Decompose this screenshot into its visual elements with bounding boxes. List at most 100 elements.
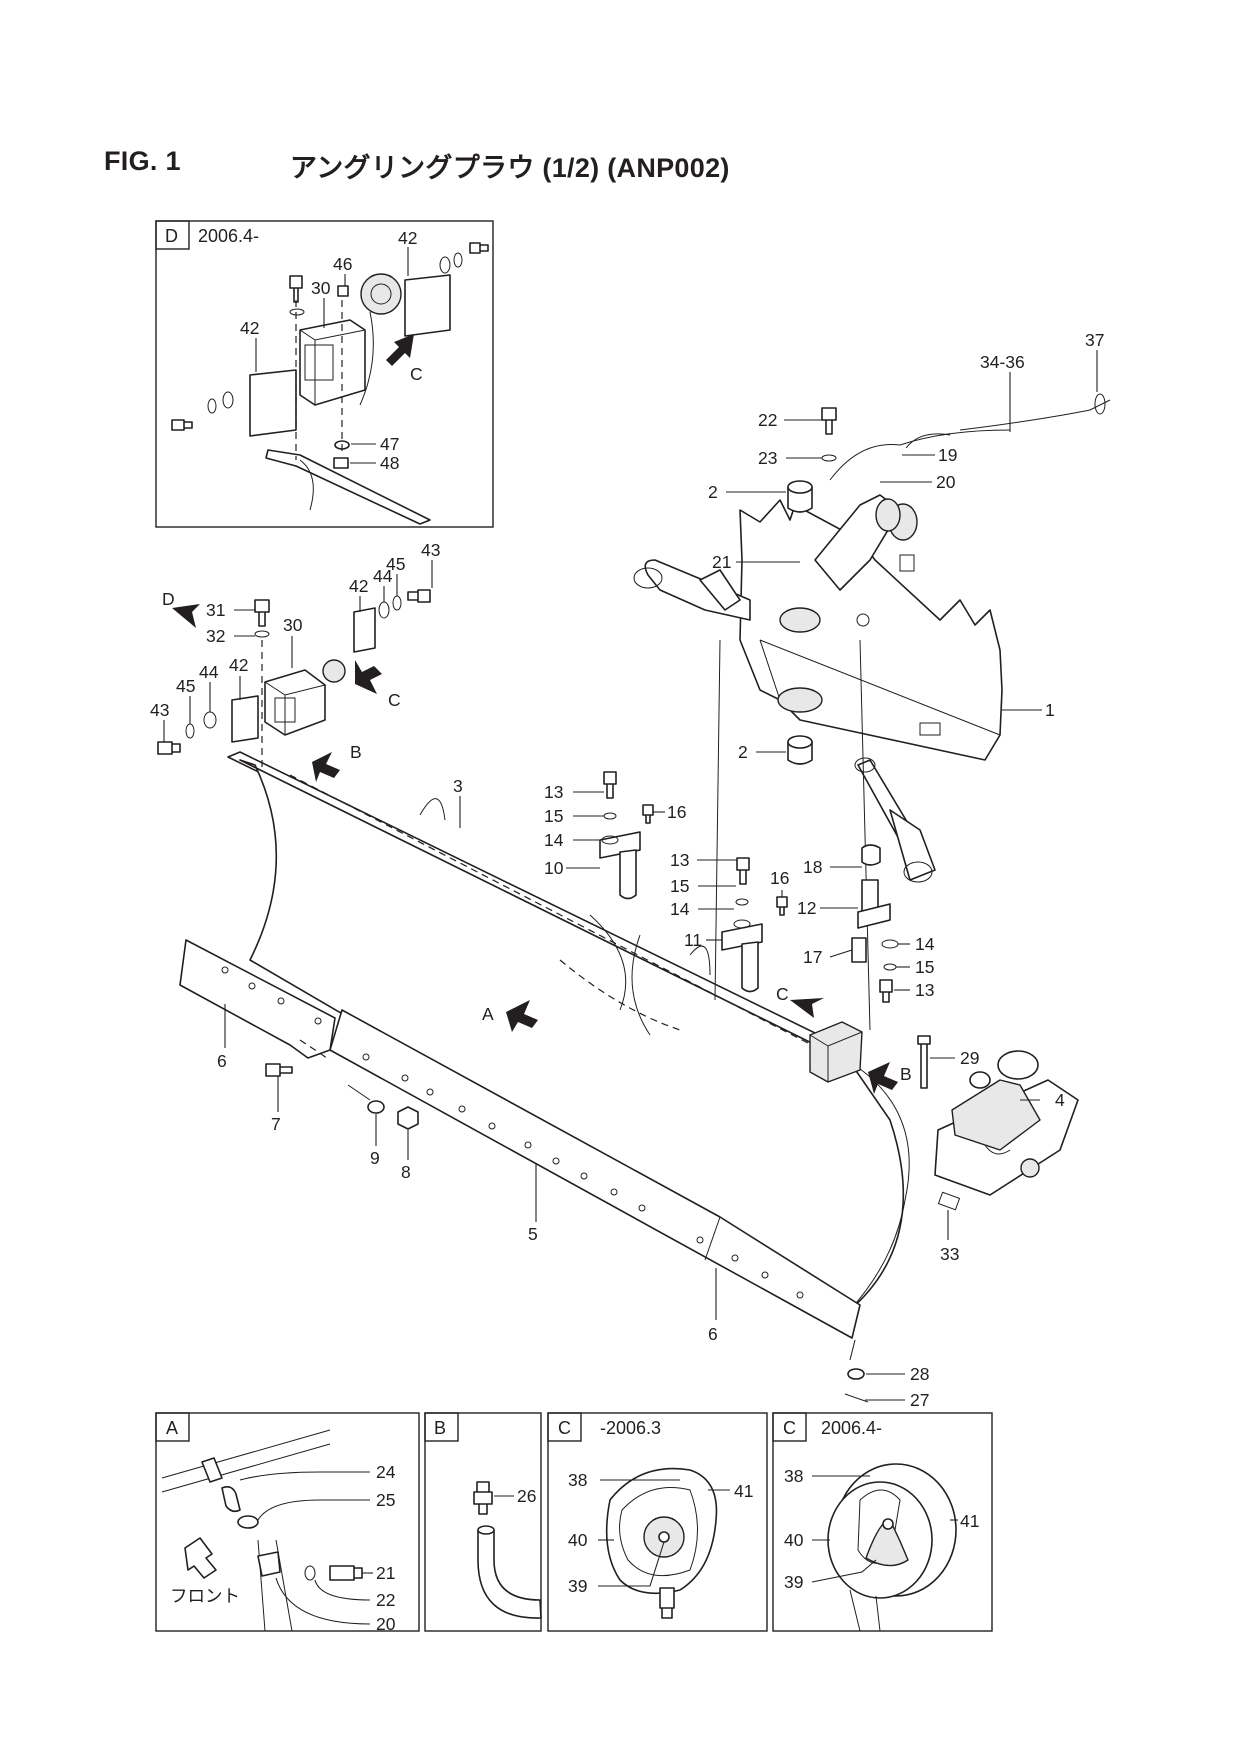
callout-label: 44: [373, 566, 393, 586]
detail-tag: B: [434, 1418, 446, 1438]
view-arrow-label: C: [410, 364, 423, 384]
bushing: [861, 844, 881, 866]
callout-label: 33: [940, 1244, 959, 1264]
work-lamp: [360, 273, 402, 315]
bolt: [254, 599, 270, 627]
callout-label: 12: [797, 898, 816, 918]
detail-box-a: A フロント 24 25 21 22 20: [155, 1412, 420, 1634]
mounting-bracket: [934, 1050, 1079, 1211]
pin: [741, 941, 759, 993]
detail-date: 2006.4-: [198, 226, 259, 246]
callout-label: 14: [915, 934, 935, 954]
spring-washer: [367, 1100, 385, 1114]
callout-label: 41: [734, 1481, 753, 1501]
callout-label: 29: [960, 1048, 979, 1068]
front-direction-arrow: [184, 1537, 217, 1579]
view-arrow-label: B: [350, 742, 362, 762]
cylinder-clamp: [699, 569, 741, 611]
callout-label: 13: [670, 850, 689, 870]
pin-plate: [857, 903, 891, 929]
view-arrow-b: [312, 752, 340, 782]
washer: [847, 1368, 865, 1380]
callout-label: 43: [421, 540, 440, 560]
callout-label: 20: [376, 1614, 396, 1634]
cutting-edge: [329, 1009, 861, 1339]
plow-blade-assembly: [179, 751, 910, 1339]
view-arrow-c: [790, 998, 824, 1018]
callout-label: 24: [376, 1462, 396, 1482]
callout-label: 2: [738, 742, 748, 762]
pivot-boss: [779, 607, 821, 633]
callout-label: 2: [708, 482, 718, 502]
callout-label: 38: [568, 1470, 587, 1490]
view-arrow-label: C: [776, 984, 789, 1004]
lamp-stud: [659, 1587, 675, 1619]
callout-label: 21: [712, 552, 731, 572]
view-arrow-d: [172, 604, 200, 628]
end-bit-left: [179, 939, 336, 1059]
plow-frame: [633, 393, 1111, 1031]
callout-label: 22: [758, 410, 777, 430]
detail-date: 2006.4-: [821, 1418, 882, 1438]
callout-label: 1: [1045, 700, 1055, 720]
detail-tag: D: [165, 226, 178, 246]
callout-label: 13: [915, 980, 934, 1000]
reflector-plate: [353, 607, 376, 653]
detail-box-b: B 26: [424, 1412, 542, 1632]
bolt: [329, 1565, 363, 1581]
callout-label: 3: [453, 776, 463, 796]
callout-label: 45: [386, 554, 405, 574]
callout-label: 13: [544, 782, 563, 802]
bushing: [787, 486, 813, 513]
front-label: フロント: [170, 1586, 240, 1606]
pin: [619, 849, 637, 900]
bolt: [407, 589, 431, 603]
grease-fitting: [642, 804, 654, 824]
callout-label: 30: [283, 615, 303, 635]
callout-label: 39: [784, 1572, 803, 1592]
lamp-bulb: [865, 1519, 909, 1567]
view-arrow-label: C: [388, 690, 401, 710]
clamp-ring: [237, 1515, 259, 1529]
callout-label: 7: [271, 1114, 281, 1134]
bolt: [736, 857, 750, 885]
detail-box-c-late: C 2006.4- 38 41 40 39: [772, 1412, 993, 1632]
callout-label: 30: [311, 278, 331, 298]
callout-label: 27: [910, 1390, 929, 1410]
grease-nipple: [473, 1481, 493, 1515]
callout-label: 25: [376, 1490, 395, 1510]
pipe-clip: [257, 1551, 281, 1577]
bolt: [289, 275, 303, 303]
callout-label: 40: [784, 1530, 804, 1550]
callout-label: 21: [376, 1563, 395, 1583]
callout-label: 42: [229, 655, 248, 675]
hose-elbow: [477, 1529, 542, 1619]
callout-label: 42: [349, 576, 368, 596]
figure-caption: アングリングプラウ (1/2) (ANP002): [290, 153, 730, 183]
view-arrow-label: B: [900, 1064, 912, 1084]
callout-label: 34-36: [980, 352, 1025, 372]
callout-label: 14: [544, 830, 564, 850]
pivot-pins: [599, 831, 891, 993]
callout-label: 42: [240, 318, 259, 338]
angle-cylinder-body: [889, 809, 936, 881]
callout-label: 37: [1085, 330, 1104, 350]
callout-label: 16: [770, 868, 789, 888]
bolt: [821, 407, 837, 435]
callout-label: 42: [398, 228, 417, 248]
view-arrow-label: A: [482, 1004, 494, 1024]
bolt: [157, 741, 181, 755]
callout-label: 9: [370, 1148, 380, 1168]
reflector-plate-left: [249, 369, 297, 437]
callout-label: 15: [544, 806, 563, 826]
bolt-holes: [221, 966, 804, 1299]
view-arrow-c: [386, 334, 414, 366]
plow-bolt: [265, 1063, 293, 1077]
callout-label: 10: [544, 858, 564, 878]
hose-clamp: [201, 1457, 223, 1483]
detail-box-d: D 2006.4-: [155, 220, 494, 528]
callout-label: 40: [568, 1530, 588, 1550]
lift-arm-eye: [875, 498, 901, 532]
nut: [397, 1106, 419, 1130]
